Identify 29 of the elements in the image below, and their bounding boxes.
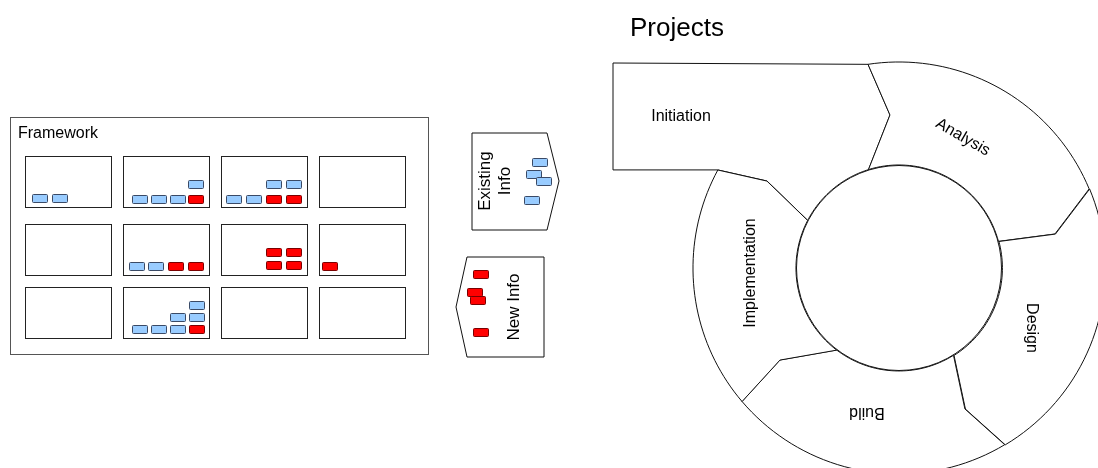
- grid-cell: [221, 287, 308, 339]
- grid-cell: [319, 287, 406, 339]
- phase-label: Design: [1023, 303, 1042, 353]
- phase-segment: [953, 188, 1098, 445]
- info-pentagon: [472, 133, 559, 230]
- phase-label: Initiation: [651, 106, 711, 126]
- grid-cell: [123, 287, 210, 339]
- grid-cell: [319, 156, 406, 208]
- info-label: New Info: [504, 272, 524, 342]
- info-label: Existing Info: [475, 150, 515, 213]
- grid-cell: [25, 287, 112, 339]
- panel-heading: Framework: [18, 124, 98, 143]
- phase-segment: [742, 350, 1005, 468]
- phase-segment: [868, 62, 1090, 242]
- title: Projects: [630, 12, 724, 43]
- phase-segment: [693, 169, 837, 402]
- grid-cell: [123, 156, 210, 208]
- phase-label: Implementation: [740, 218, 759, 328]
- phase-segment: [613, 63, 890, 221]
- phase-label: Build: [849, 404, 885, 423]
- grid-cell: [123, 224, 210, 276]
- framework-panel: [10, 117, 429, 355]
- grid-cell: [319, 224, 406, 276]
- grid-cell: [25, 156, 112, 208]
- grid-cell: [25, 224, 112, 276]
- grid-cell: [221, 224, 308, 276]
- info-pentagon: [456, 257, 544, 357]
- center-circle: [796, 165, 1002, 371]
- grid-cell: [221, 156, 308, 208]
